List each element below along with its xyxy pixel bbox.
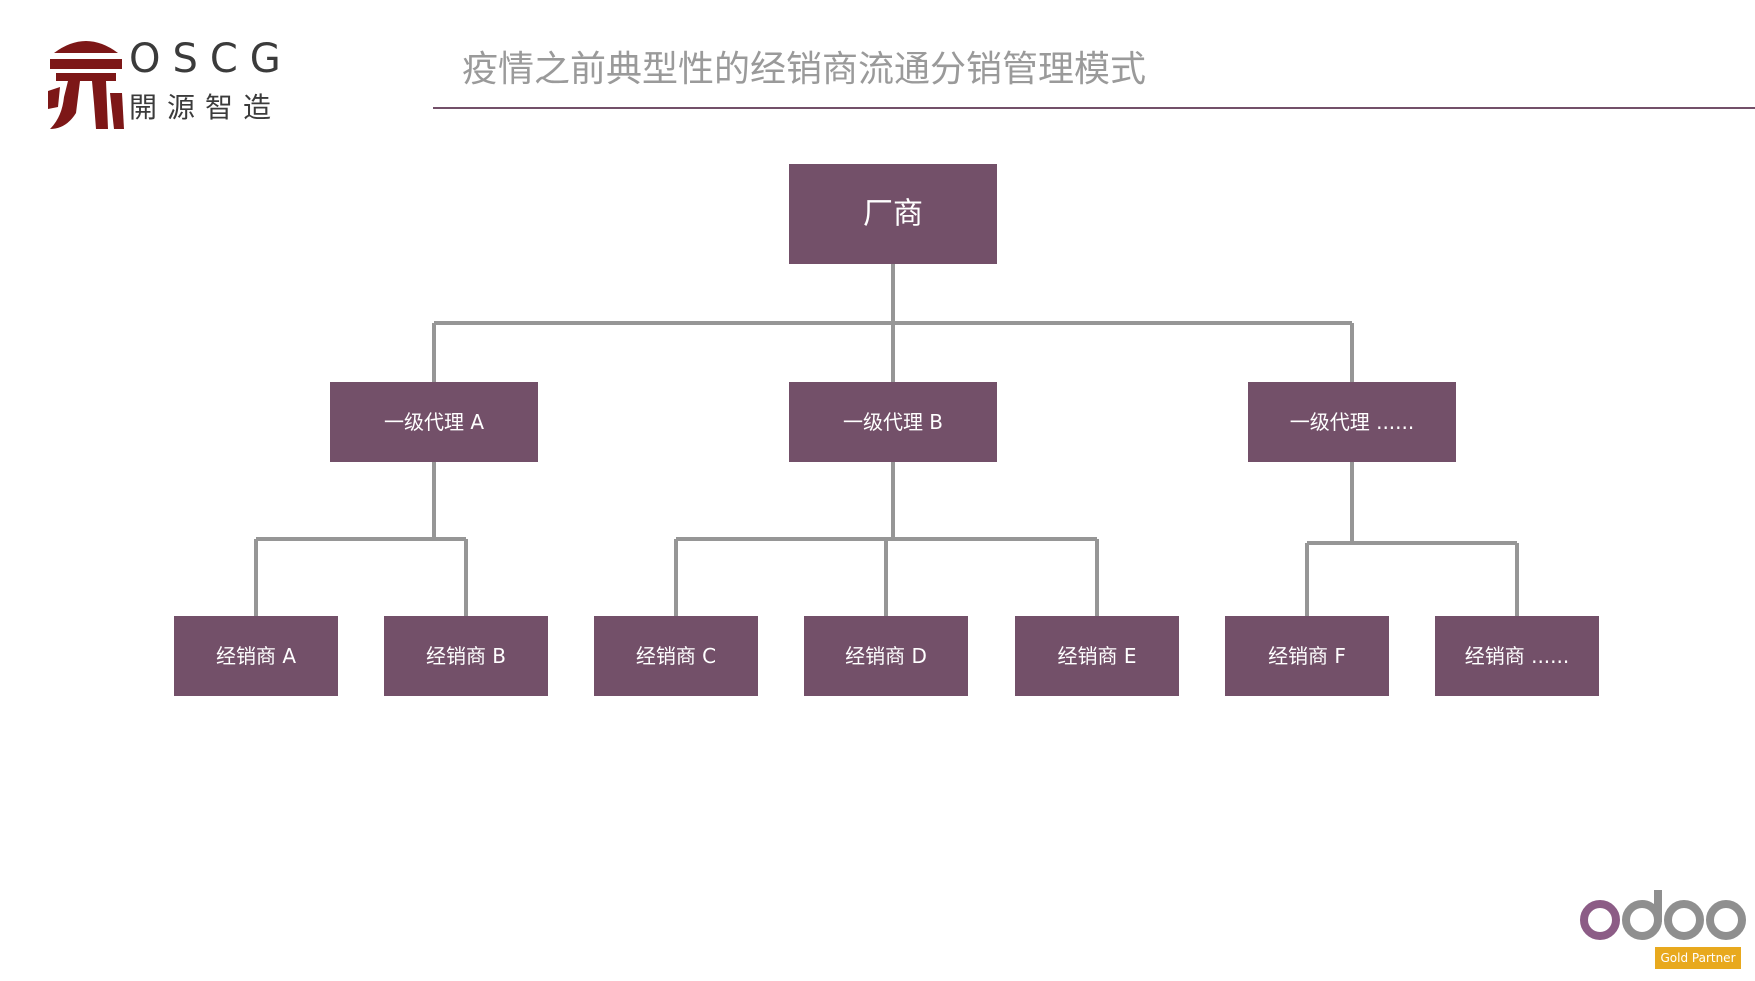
node-dealer-4-box <box>1015 616 1179 696</box>
logo-wordmark-cn: 開源智造 <box>129 91 282 124</box>
node-manufacturer-label: 厂商 <box>863 197 923 232</box>
node-dealer-1-box <box>384 616 548 696</box>
node-agent-1-label: 一级代理 B <box>843 410 943 434</box>
connector-lines <box>254 264 1519 616</box>
node-agent-2-label: 一级代理 ...... <box>1290 410 1415 434</box>
node-dealer-1: 经销商 B <box>384 616 548 696</box>
node-agent-2-box <box>1248 382 1456 462</box>
node-dealer-5-label: 经销商 F <box>1268 644 1346 668</box>
node-dealer-2-box <box>594 616 758 696</box>
node-dealer-6: 经销商 ...... <box>1435 616 1599 696</box>
node-manufacturer-box <box>789 164 997 264</box>
node-dealer-6-box <box>1435 616 1599 696</box>
node-dealer-5: 经销商 F <box>1225 616 1389 696</box>
node-dealer-0: 经销商 A <box>174 616 338 696</box>
gold-partner-badge: Gold Partner <box>1655 947 1741 969</box>
logo-wordmark-en: OSCG <box>129 36 293 82</box>
node-agent-1-box <box>789 382 997 462</box>
node-dealer-4-label: 经销商 E <box>1058 644 1137 668</box>
oscg-logo-mark-icon <box>48 41 124 129</box>
node-agent-0: 一级代理 A <box>330 382 538 462</box>
node-dealer-3-label: 经销商 D <box>845 644 927 668</box>
node-manufacturer: 厂商 <box>789 164 997 264</box>
node-dealer-2-label: 经销商 C <box>636 644 716 668</box>
odoo-logo-icon <box>1580 890 1746 940</box>
node-agent-0-box <box>330 382 538 462</box>
node-agent-2: 一级代理 ...... <box>1248 382 1456 462</box>
slide-title: 疫情之前典型性的经销商流通分销管理模式 <box>462 49 1147 90</box>
node-dealer-3-box <box>804 616 968 696</box>
node-dealer-3: 经销商 D <box>804 616 968 696</box>
node-agent-1: 一级代理 B <box>789 382 997 462</box>
node-dealer-2: 经销商 C <box>594 616 758 696</box>
title-divider <box>433 107 1755 109</box>
node-dealer-4: 经销商 E <box>1015 616 1179 696</box>
node-dealer-5-box <box>1225 616 1389 696</box>
node-dealer-6-label: 经销商 ...... <box>1465 644 1570 668</box>
node-dealer-0-label: 经销商 A <box>216 644 296 668</box>
node-dealer-0-box <box>174 616 338 696</box>
node-agent-0-label: 一级代理 A <box>384 410 484 434</box>
node-dealer-1-label: 经销商 B <box>426 644 506 668</box>
